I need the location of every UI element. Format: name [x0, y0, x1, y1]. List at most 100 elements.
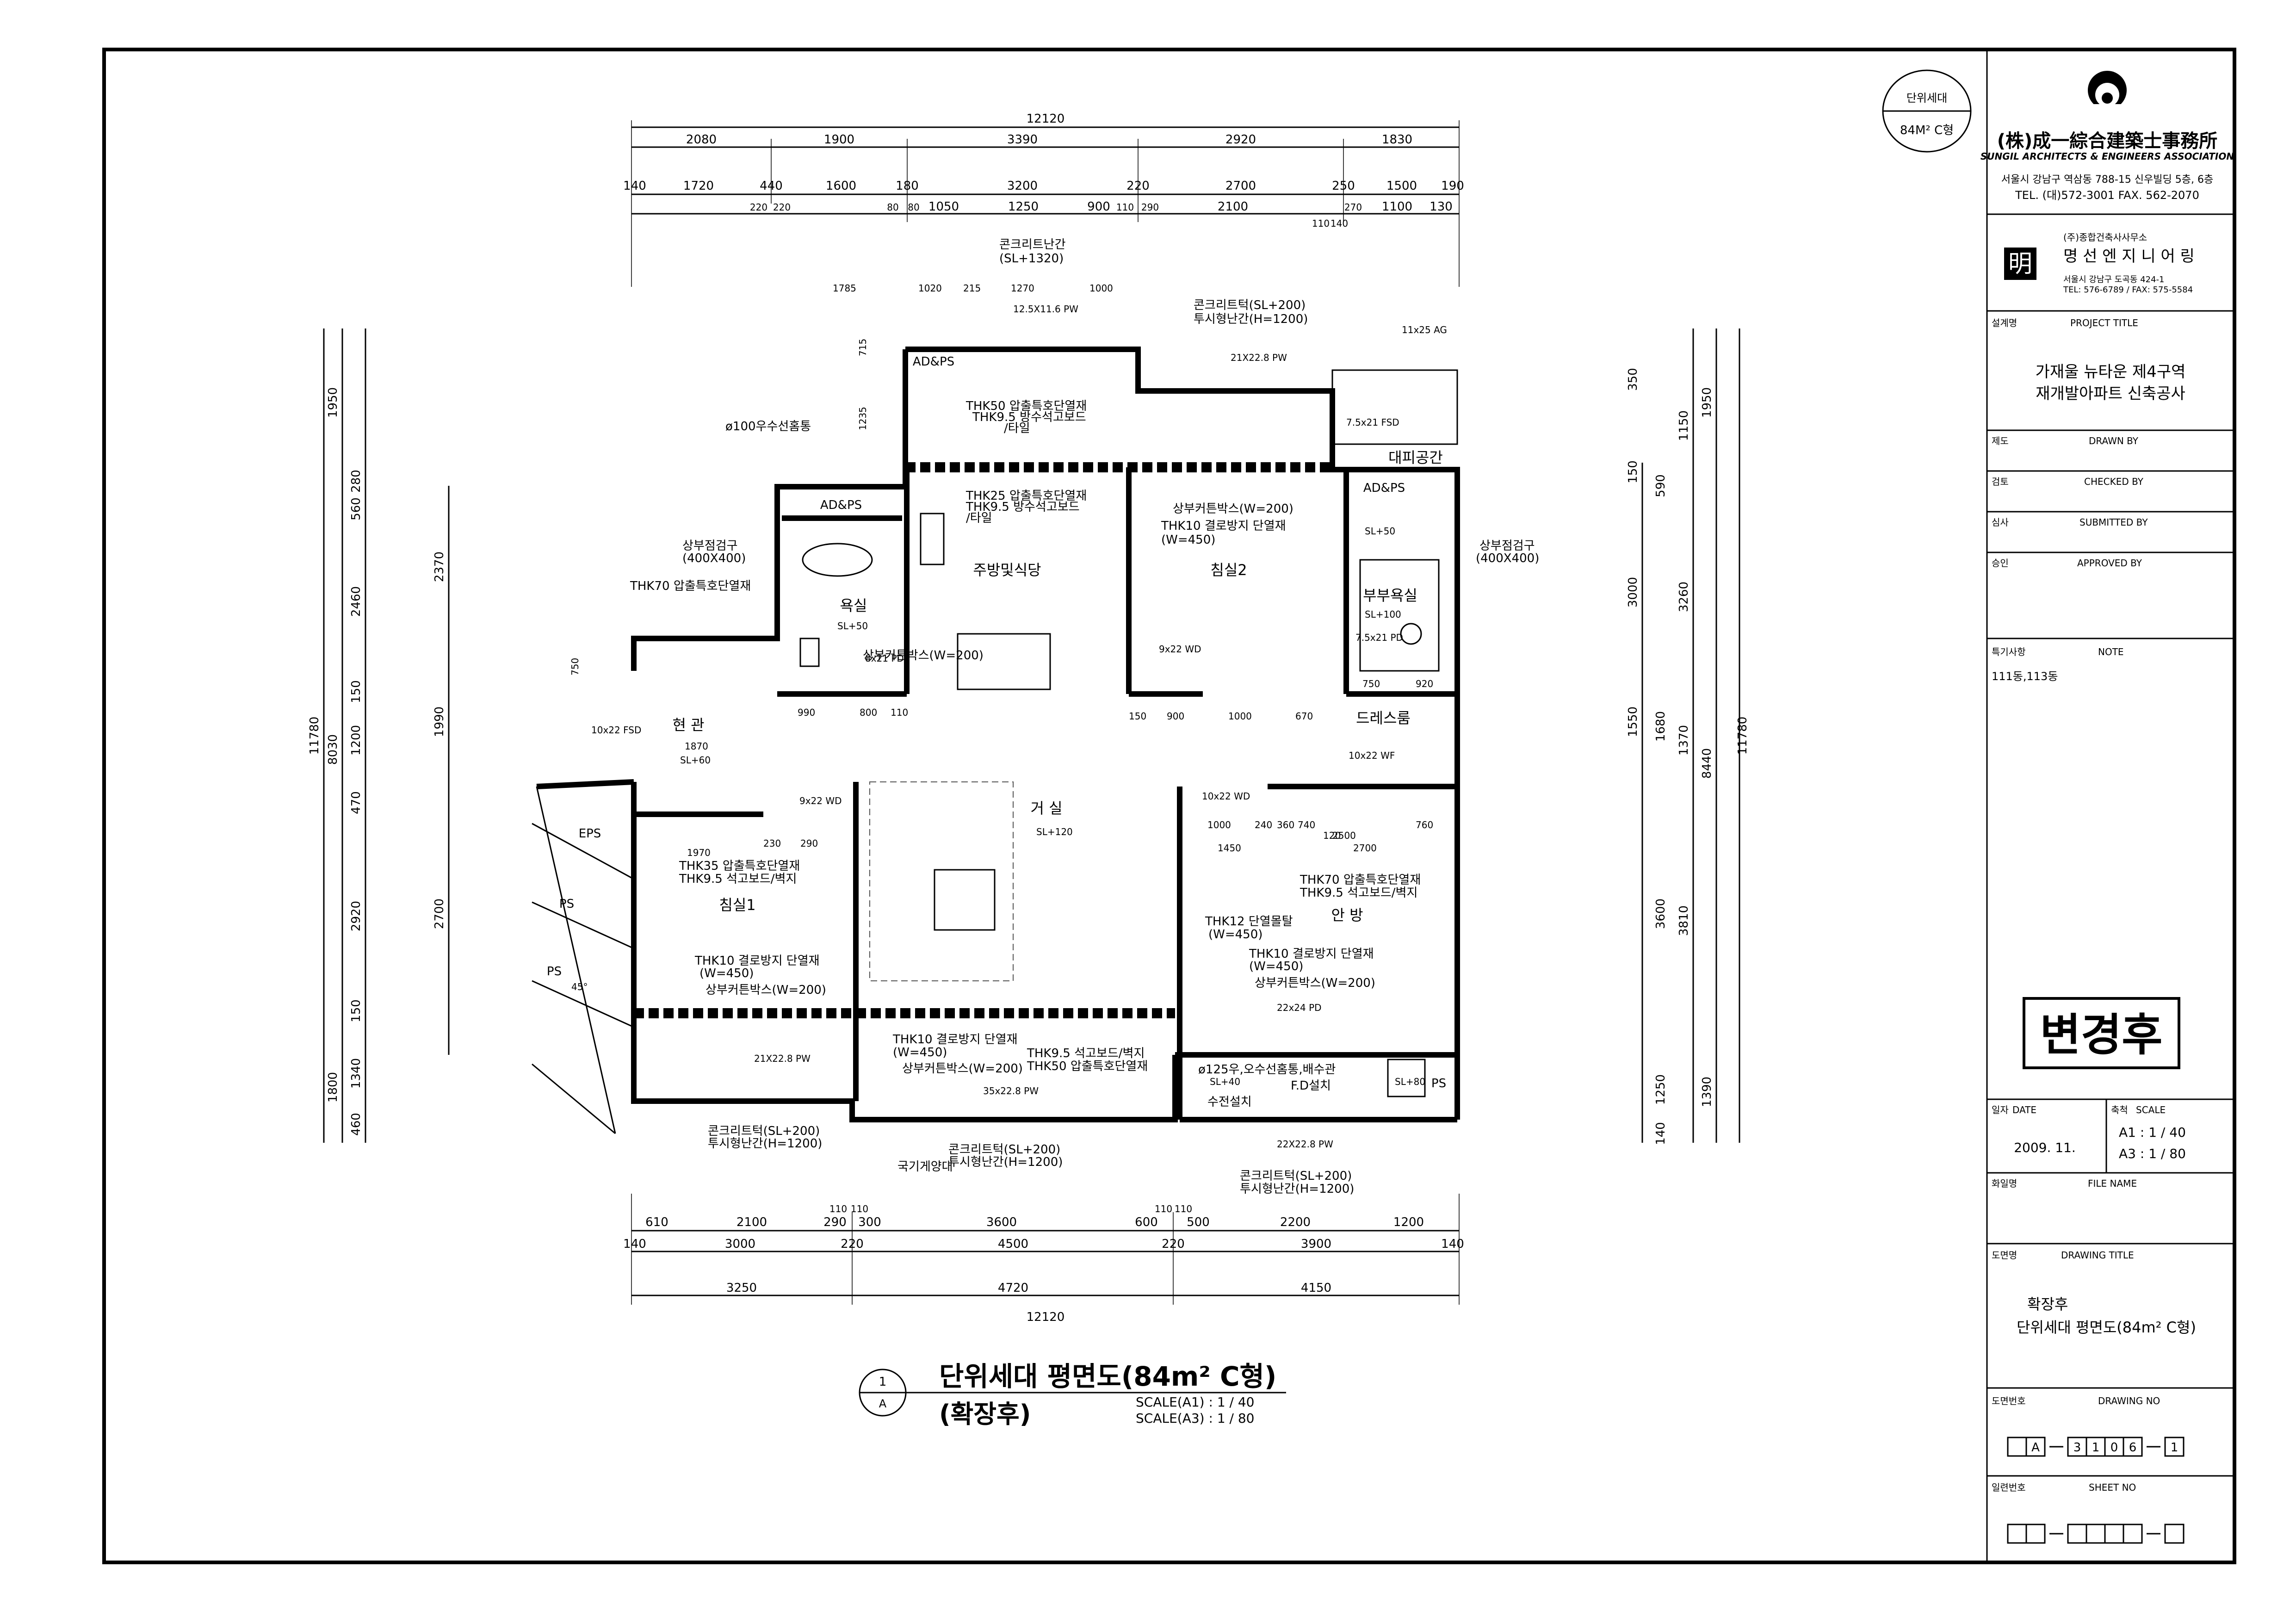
idim-3: 1270: [1011, 283, 1034, 294]
revision-stamp-box: [2023, 997, 2180, 1069]
project-label-en: PROJECT TITLE: [2070, 317, 2138, 328]
dim-top-r3-1: 220: [773, 202, 791, 213]
ann-27: 10x22 FSD: [591, 725, 641, 736]
dim-left-r2-5: 470: [349, 791, 363, 814]
signoff-drawn-kr: 제도: [1992, 435, 2009, 446]
sheet-no-cells: [2007, 1524, 2185, 1544]
dim-bot-total: 12120: [1027, 1310, 1065, 1324]
idim-18: 230: [763, 838, 781, 849]
scale-a3: A3 : 1 / 80: [2119, 1146, 2186, 1161]
drawing-no-cell-5: 6: [2129, 1441, 2137, 1455]
idim-21: 240: [1255, 819, 1272, 830]
dimensions-bottom: 610 2100 110 110 290 300 3600 600 110 11…: [623, 1194, 1464, 1324]
signoff-approved-kr: 승인: [1992, 558, 2009, 569]
note-label-en: NOTE: [2098, 646, 2124, 657]
consultant-address: 서울시 강남구 도곡동 424-1: [2063, 275, 2165, 285]
ann-34: THK9.5 석고보드/벽지: [679, 872, 797, 886]
ann-33: THK35 압출특호단열재: [679, 859, 800, 873]
idim-23: 740: [1298, 819, 1315, 830]
ann-2: 콘크리트턱(SL+200): [1194, 298, 1306, 312]
dim-top-r1-2: 3390: [1007, 133, 1038, 147]
dim-left-r3-0: 2370: [433, 551, 446, 582]
dim-bot-r1-2: 110: [829, 1203, 847, 1214]
dim-left-r2-1: 560: [349, 497, 363, 520]
dim-bot-r1-6: 3600: [986, 1215, 1017, 1229]
dim-bot-r1-8: 110: [1155, 1203, 1172, 1214]
stamp-line2: 84M² C형: [1900, 124, 1954, 137]
firm-name: (株)成一綜合建築士事務所: [1997, 130, 2218, 152]
dim-top-r2-3: 1600: [826, 179, 856, 193]
dim-bot-r1-12: 1200: [1393, 1215, 1424, 1229]
ann-42: THK10 결로방지 단열재: [1249, 947, 1374, 961]
drawing-title-1: 확장후: [2027, 1295, 2068, 1313]
dim-bot-r1-9: 110: [1175, 1203, 1192, 1214]
idim-12: 1000: [1228, 711, 1252, 722]
dim-right-r1-0: 1950: [1700, 387, 1714, 418]
ann-20: THK70 압출특호단열재: [630, 579, 751, 593]
ann-51: 21X22.8 PW: [754, 1053, 811, 1064]
dim-top-total: 12120: [1027, 112, 1065, 126]
consultant-logo: [2004, 248, 2036, 280]
room-master-bath: 부부욕실: [1363, 587, 1417, 604]
ann-1: (SL+1320): [999, 252, 1064, 266]
dimensions-right: 11780 1950 8440 1390 1150 3260 1370 3810…: [1626, 328, 1750, 1145]
annotations: 콘크리트난간 (SL+1320) 콘크리트턱(SL+200) 투시형난간(H=1…: [571, 238, 1539, 1196]
idim-4: 1000: [1089, 283, 1113, 294]
ann-24: 9x22 WD: [1159, 644, 1201, 655]
idim-20: 1000: [1207, 819, 1231, 830]
ann-46: THK10 결로방지 단열재: [892, 1033, 1018, 1047]
ann-53: ø125우,오수선홈통,배수관: [1198, 1063, 1336, 1077]
dim-top-r3-6: 900: [1087, 200, 1110, 214]
dim-right-total: 11780: [1736, 717, 1750, 755]
dim-bot-r2-4: 220: [1162, 1237, 1185, 1251]
dim-right-r2-1: 3260: [1677, 582, 1691, 612]
dim-left-r3-2: 2700: [433, 898, 446, 929]
file-label-kr: 화일명: [1992, 1178, 2017, 1189]
dim-bot-r1-4: 290: [823, 1215, 847, 1229]
dim-bot-r3-0: 3250: [726, 1281, 757, 1295]
ann-13: THK9.5 방수석고보드: [965, 500, 1080, 514]
plan-title: 1 A 단위세대 평면도(84m² C형) (확장후) SCALE(A1) : …: [859, 1361, 1286, 1429]
ann-38: (W=450): [1208, 928, 1262, 942]
consultant-name: 명 선 엔 지 니 어 링: [2063, 247, 2195, 266]
ann-18: 상부점검구: [682, 539, 738, 553]
date-label-en: DATE: [2012, 1104, 2036, 1115]
ann-19: (400X400): [682, 551, 746, 565]
dim-bot-r2-5: 3900: [1301, 1237, 1331, 1251]
ann-56: F.D설치: [1291, 1079, 1331, 1093]
plan-title-sheet: A: [879, 1397, 887, 1410]
plan-scale-a3: SCALE(A3) : 1 / 80: [1136, 1411, 1255, 1426]
ann-67: (400X400): [1476, 551, 1539, 565]
ann-58: 22X22.8 PW: [1277, 1139, 1333, 1150]
room-bath: 욕실: [840, 597, 867, 614]
ann-12: THK25 압출특호단열재: [965, 489, 1087, 503]
dim-top-r2-4: 180: [896, 179, 919, 193]
ann-55: 수전설치: [1207, 1095, 1252, 1109]
dim-left-r1-1: 8030: [326, 734, 340, 765]
dim-bot-r2-1: 3000: [725, 1237, 755, 1251]
room-ps-1: PS: [559, 897, 574, 911]
dim-right-r1-1: 8440: [1700, 748, 1714, 779]
dim-top-r1-0: 2080: [686, 133, 717, 147]
project-title-2: 재개발아파트 신축공사: [2036, 384, 2185, 403]
ann-7: 7.5x21 FSD: [1346, 417, 1399, 428]
room-adps-1: AD&PS: [913, 355, 954, 369]
dim-right-r3-0: 350: [1626, 368, 1640, 391]
dim-left-r2-3: 150: [349, 680, 363, 703]
ann-54: SL+40: [1210, 1076, 1240, 1087]
dim-top-r3-9: 2100: [1218, 200, 1248, 214]
ann-68: 45°: [571, 981, 588, 992]
dim-right-r3-7: 1250: [1654, 1074, 1668, 1105]
ann-48: 상부커튼박스(W=200): [902, 1062, 1023, 1076]
dim-top-r3-8: 290: [1141, 202, 1159, 213]
scale-label-kr: 축척: [2111, 1104, 2128, 1115]
dim-top-r3-11: 140: [1331, 218, 1348, 229]
idim-13: 670: [1295, 711, 1313, 722]
ann-16: THK10 결로방지 단열재: [1161, 519, 1286, 533]
idim-15: 920: [1416, 678, 1433, 689]
dim-top-r2-1: 1720: [683, 179, 714, 193]
signoff-checked-en: CHECKED BY: [2084, 476, 2144, 487]
ann-50: THK50 압출특호단열재: [1027, 1059, 1148, 1073]
dim-top-r3-13: 1100: [1382, 200, 1412, 214]
ann-14: /타일: [966, 511, 992, 525]
